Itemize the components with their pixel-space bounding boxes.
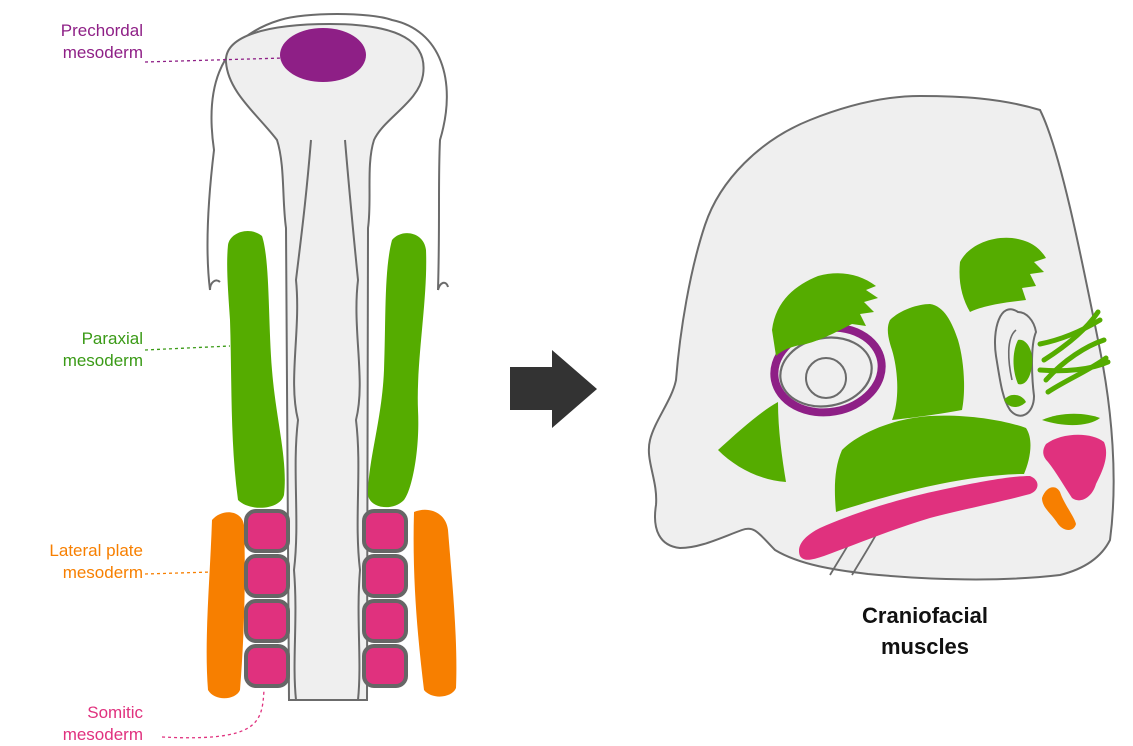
- label-line: mesoderm: [63, 724, 143, 746]
- label-line: mesoderm: [63, 350, 143, 372]
- label-line: Lateral plate: [49, 540, 143, 562]
- lateral-plate-mesoderm-right: [414, 510, 457, 697]
- label-lateral-plate-mesoderm: Lateral plate mesoderm: [49, 540, 143, 584]
- prechordal-mesoderm: [280, 28, 366, 82]
- label-line: mesoderm: [49, 562, 143, 584]
- lateral-plate-mesoderm-left: [207, 512, 245, 698]
- somite: [246, 646, 288, 686]
- somite: [364, 646, 406, 686]
- label-paraxial-mesoderm: Paraxial mesoderm: [63, 328, 143, 372]
- label-line: Somitic: [63, 702, 143, 724]
- somite: [364, 511, 406, 551]
- leader-line-somitic: [162, 690, 264, 738]
- caption-line: muscles: [840, 631, 1010, 662]
- label-line: Prechordal: [61, 20, 143, 42]
- somite: [364, 556, 406, 596]
- label-line: Paraxial: [63, 328, 143, 350]
- somite: [246, 556, 288, 596]
- leader-line-paraxial: [145, 346, 230, 350]
- label-prechordal-mesoderm: Prechordal mesoderm: [61, 20, 143, 64]
- somite: [364, 601, 406, 641]
- caption-craniofacial-muscles: Craniofacial muscles: [840, 600, 1010, 662]
- right-arrow-icon: [510, 350, 597, 428]
- label-line: mesoderm: [61, 42, 143, 64]
- paraxial-mesoderm-right: [368, 233, 426, 507]
- leader-line-lateral: [145, 572, 212, 574]
- caption-line: Craniofacial: [840, 600, 1010, 631]
- somite: [246, 601, 288, 641]
- somite: [246, 511, 288, 551]
- label-somitic-mesoderm: Somitic mesoderm: [63, 702, 143, 746]
- paraxial-mesoderm-left: [227, 231, 285, 508]
